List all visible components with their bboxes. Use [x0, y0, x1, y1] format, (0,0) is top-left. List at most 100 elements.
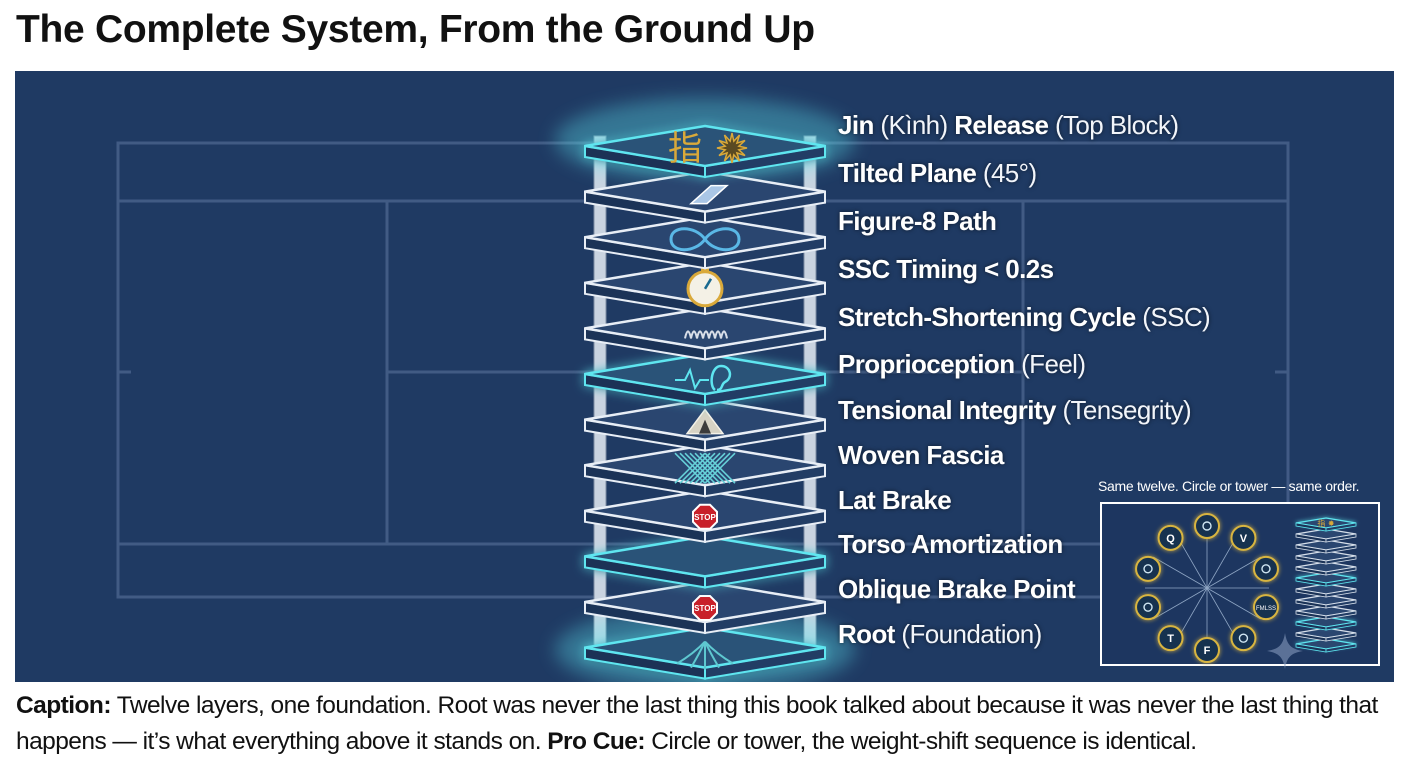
circle-spoke [1153, 556, 1208, 589]
layer-label-7: Tensional Integrity (Tensegrity) [838, 393, 1192, 427]
circle-node: T [1157, 625, 1184, 652]
layer-main-text: Tensional Integrity [838, 395, 1056, 425]
circle-node: Q [1157, 524, 1184, 551]
stop-text: STOP [694, 604, 716, 613]
burst-shape [716, 132, 748, 164]
mini-layer-side [1325, 632, 1357, 642]
circle-node [1194, 513, 1220, 539]
woven-mesh-icon [674, 452, 736, 484]
circle-node-ring [1194, 637, 1220, 663]
mini-tower-glyph: 指 ✸ [1317, 518, 1335, 528]
layer-label-8: Woven Fascia [838, 438, 1004, 472]
circle-node: F [1194, 637, 1220, 663]
circle-node-letter: V [1240, 533, 1248, 545]
tower-layer-2 [584, 170, 826, 224]
caption-label: Caption: [16, 692, 112, 719]
circle-node [1135, 594, 1162, 621]
inset-caption: Same twelve. Circle or tower — same orde… [1098, 478, 1360, 494]
layer-main-text: Figure-8 Path [838, 206, 997, 236]
circle-node-ring [1135, 555, 1162, 582]
circle-spoke [1153, 587, 1208, 620]
circle-node-ring [1230, 625, 1257, 652]
mesh-strand [689, 452, 721, 484]
layer-main-text: Stretch-Shortening Cycle [838, 302, 1136, 332]
layer-main-text: Woven Fascia [838, 440, 1004, 470]
circle-node [1135, 555, 1162, 582]
sparkle-icon [1267, 633, 1303, 669]
layer-main-text: Torso Amortization [838, 529, 1063, 559]
layer-main-text: Oblique Brake Point [838, 574, 1076, 604]
infinity-icon [669, 227, 741, 252]
layer-label-10: Torso Amortization [838, 527, 1063, 561]
pulse-line [675, 367, 709, 391]
layer-sub-text: (Feel) [1014, 349, 1086, 379]
circle-node-letter: Q [1166, 533, 1175, 545]
spring-icon [684, 330, 728, 339]
layer-main-text: Tilted Plane [838, 158, 977, 188]
mesh-strand [699, 452, 731, 484]
layer-main-text: Release [954, 110, 1049, 140]
ear-shape [710, 364, 732, 392]
stop-octagon [692, 503, 718, 530]
circle-spoke [1206, 556, 1261, 589]
layer-label-12: Root (Foundation) [838, 617, 1042, 651]
layer-label-3: Figure-8 Path [838, 204, 997, 238]
circle-node-symbol [1143, 602, 1153, 612]
layer-top-face [584, 352, 826, 396]
circle-node-symbol [1143, 564, 1153, 574]
tower-layer-9: STOP [584, 489, 826, 543]
stop-octagon [692, 595, 718, 621]
circle-node [1252, 555, 1279, 582]
mesh-strand [694, 452, 726, 484]
page-title: The Complete System, From the Ground Up [16, 8, 815, 51]
layer-top-face [584, 307, 826, 350]
circle-node-symbol [1238, 633, 1249, 643]
chinese-character-burst-icon: 指 [668, 129, 748, 169]
pro-cue-label: Pro Cue: [547, 728, 645, 755]
circle-node-ring [1252, 555, 1279, 582]
circle-spoke [1206, 587, 1261, 620]
circle-node-ring [1230, 524, 1257, 551]
stop-sign-icon: STOP [692, 595, 718, 621]
stop-sign-icon: STOP [692, 503, 718, 530]
roots-icon [676, 640, 734, 670]
spring-coil [684, 330, 728, 339]
tower-layer-6 [584, 352, 826, 407]
tower-layer-8 [584, 443, 826, 498]
layer-main-text: Proprioception [838, 349, 1015, 379]
tower-layer-4 [584, 261, 826, 315]
mini-layer-side [1325, 522, 1357, 532]
tower-layer-3 [584, 215, 826, 270]
layer-main-text: SSC Timing < 0.2s [838, 254, 1054, 284]
circle-node-ring [1135, 594, 1162, 621]
tent-door [699, 419, 711, 434]
layer-label-1: Jin (Kình) Release (Top Block) [838, 108, 1179, 142]
mini-layer-side [1325, 588, 1357, 598]
tilted-plane-icon [689, 184, 729, 205]
layer-label-2: Tilted Plane (45°) [838, 156, 1037, 190]
mini-layer-side [1325, 555, 1357, 565]
layer-label-11: Oblique Brake Point [838, 572, 1076, 606]
circle-node-ring [1252, 594, 1279, 621]
tower-layer-11: STOP [584, 580, 826, 635]
layer-main-text: Jin [838, 110, 874, 140]
circle-node-ring [1194, 513, 1220, 539]
plane-shape [689, 184, 729, 205]
root-strand [704, 640, 734, 665]
tower-layer-12 [584, 626, 826, 680]
infinity-path [669, 227, 741, 252]
tower-layer-1: 指 [584, 124, 826, 179]
layer-label-9: Lat Brake [838, 483, 952, 517]
layer-main-text: Root [838, 619, 895, 649]
mini-tower: 指 ✸ [1295, 517, 1357, 653]
layer-top-face [584, 535, 826, 578]
layer-top-face [584, 443, 826, 487]
tower-layer-7 [584, 398, 826, 452]
circle-node-ring [1157, 625, 1184, 652]
tower-layer-10 [584, 535, 826, 589]
tent-icon [685, 408, 725, 435]
layer-sub-text: (45°) [976, 158, 1037, 188]
tower-layer-5 [584, 307, 826, 361]
